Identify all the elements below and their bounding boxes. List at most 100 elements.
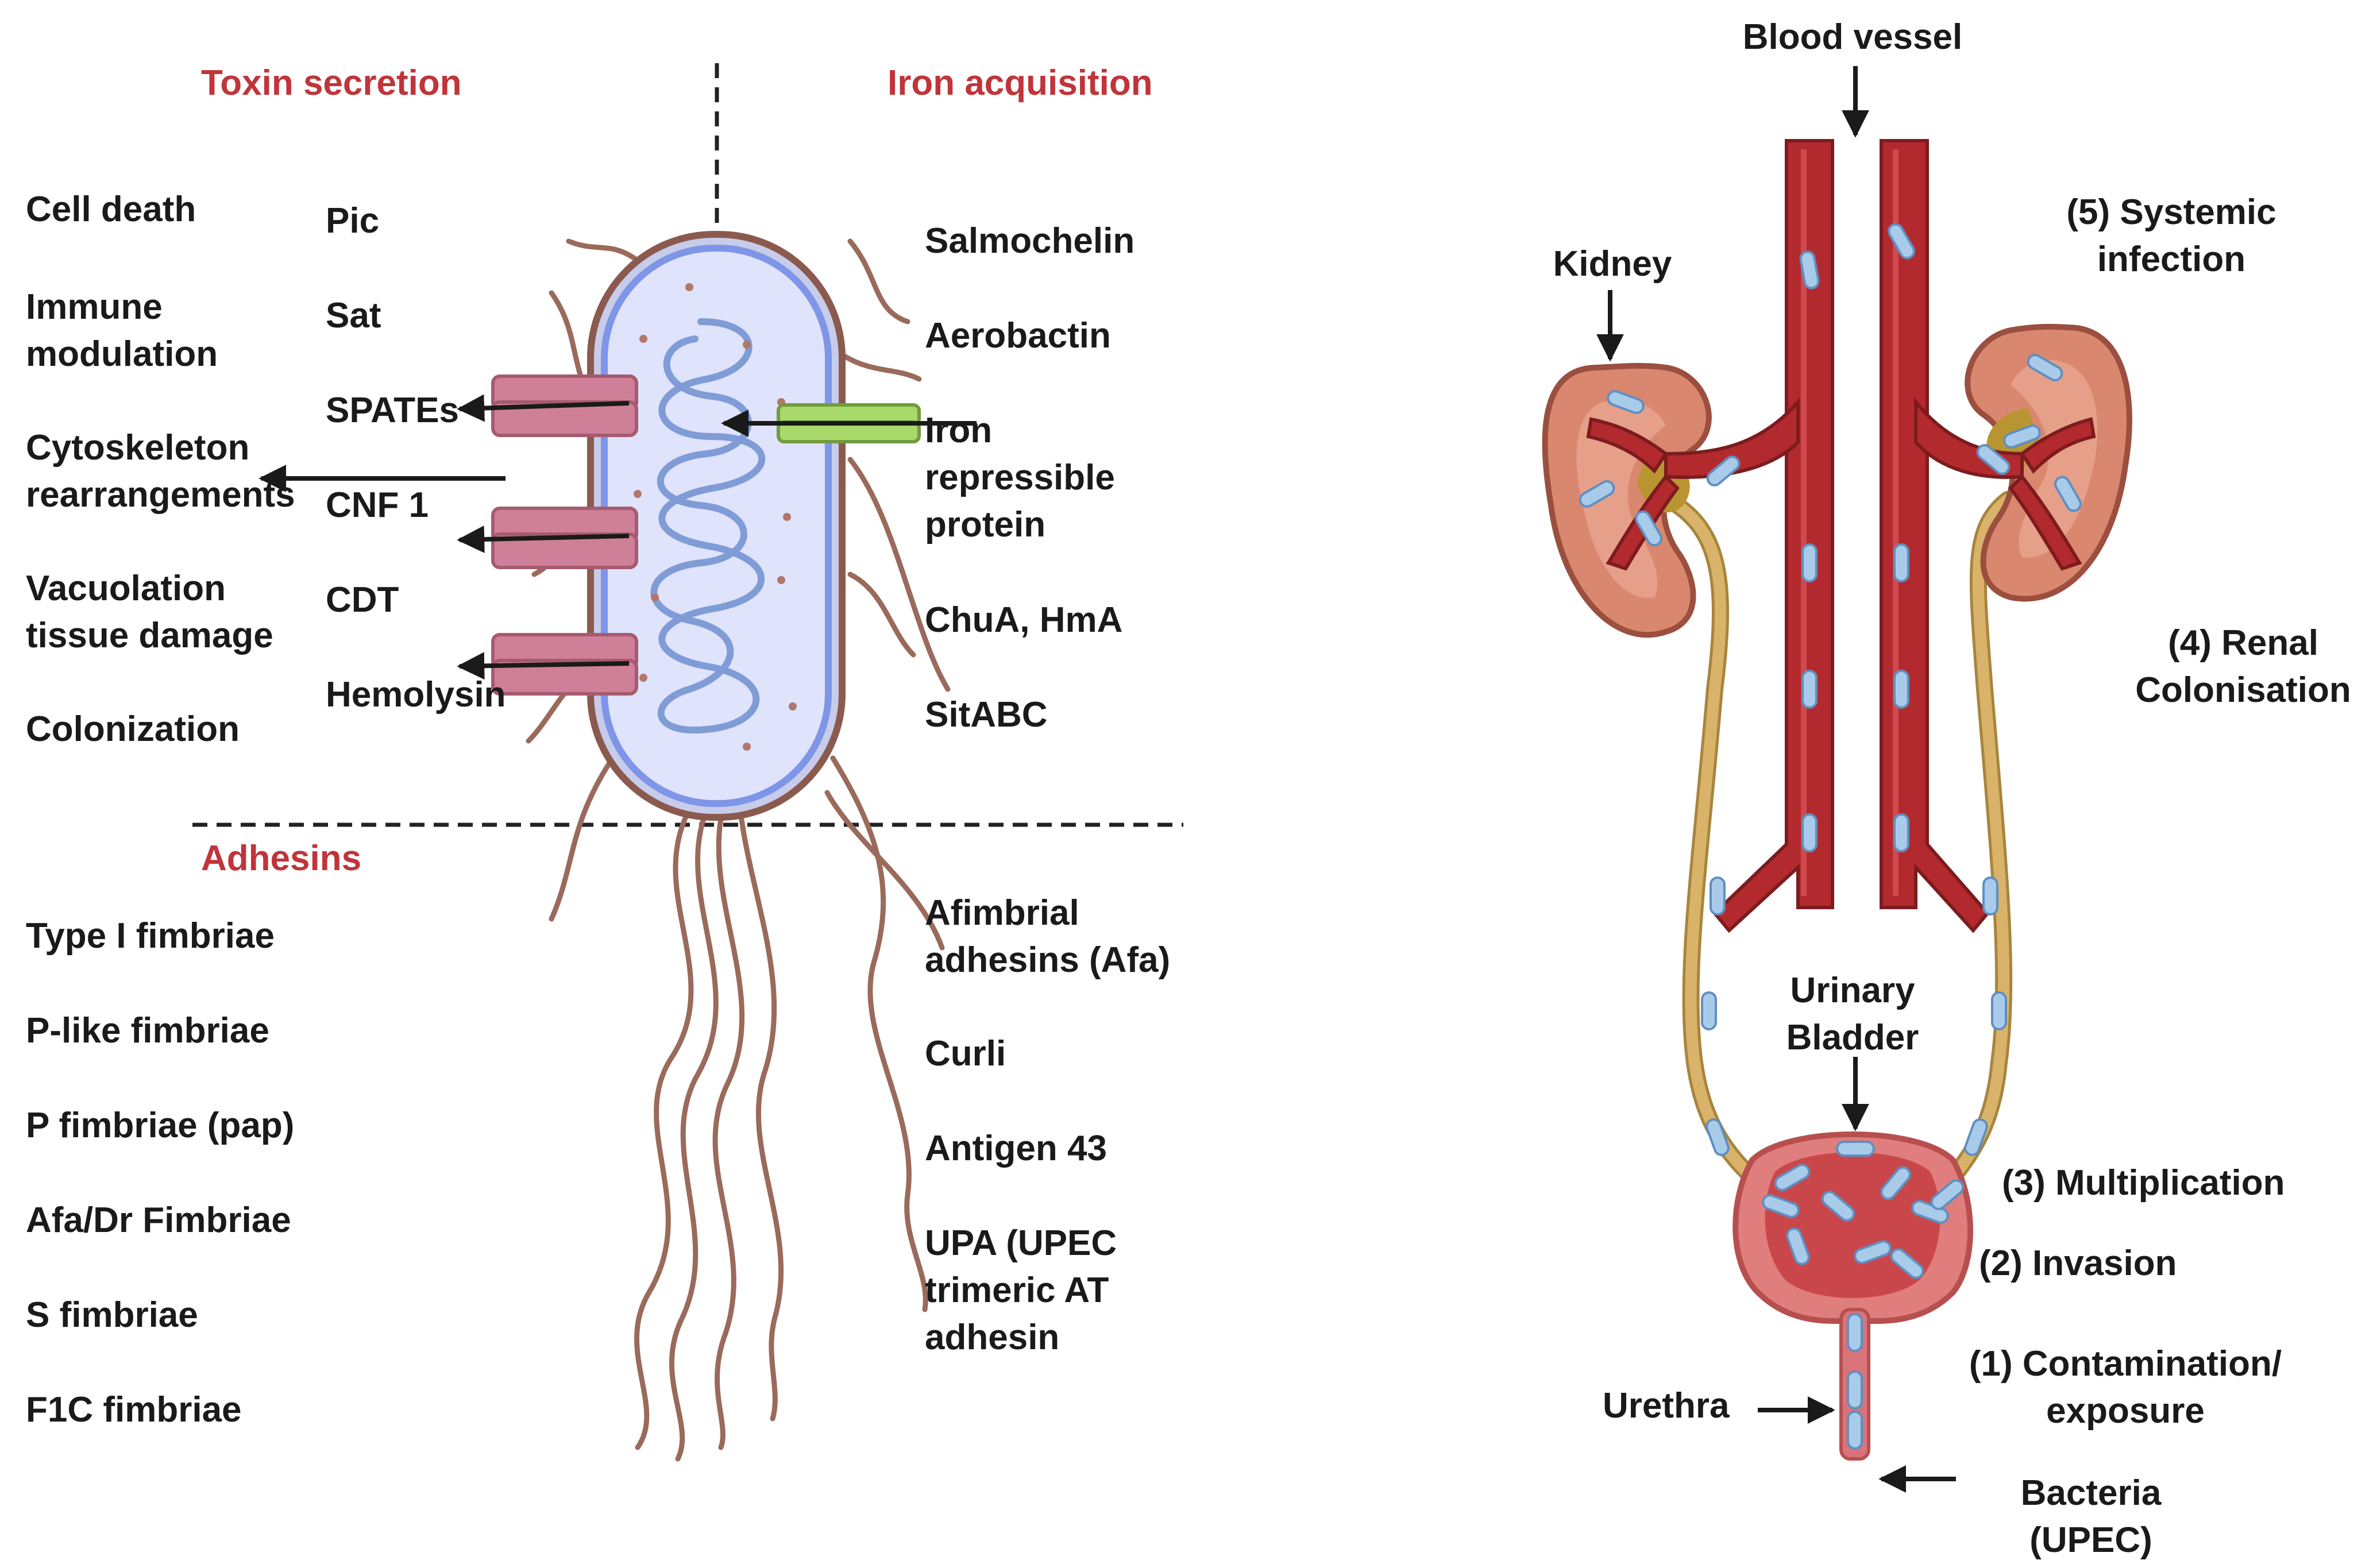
iron-item-line: Iron	[925, 411, 992, 450]
label-systemic-infection: (5) Systemic infection	[2066, 192, 2276, 279]
contamination-line: (1) Contamination/	[1969, 1344, 2282, 1384]
fimbriae-item: S fimbriae	[26, 1295, 198, 1335]
fimbriae-item: Afa/Dr Fimbriae	[26, 1200, 291, 1240]
label-kidney: Kidney	[1553, 244, 1672, 284]
microbe-marker	[1710, 876, 1726, 916]
microbe-marker	[1706, 455, 1741, 486]
adhesin-item-line: Antigen 43	[925, 1129, 1107, 1168]
effect-item-line: Cell death	[26, 190, 196, 229]
label-urethra: Urethra	[1603, 1386, 1730, 1426]
fimbriae-item: F1C fimbriae	[26, 1390, 242, 1430]
bacteria-line: Bacteria	[2021, 1473, 2162, 1513]
effect-item-line: Vacuolation	[26, 569, 226, 608]
microbe-marker	[1847, 1313, 1863, 1352]
renal-line: (4) Renal	[2168, 623, 2318, 663]
left-arrows	[258, 394, 977, 680]
effect-item-line: Immune	[26, 287, 163, 327]
fimbriae-item: Type I fimbriae	[26, 916, 275, 956]
secretion-systems	[491, 374, 638, 696]
systemic-line: (5) Systemic	[2066, 192, 2276, 232]
label-blood-vessel: Blood vessel	[1743, 17, 1962, 57]
label-multiplication: (3) Multiplication	[2002, 1163, 2285, 1203]
toxin-item: CNF 1	[326, 485, 429, 525]
effects-list: Cell deathImmunemodulationCytoskeletonre…	[26, 190, 295, 749]
renal-line: Colonisation	[2135, 670, 2351, 710]
microbe-marker	[1982, 876, 1998, 916]
microbe-marker	[1991, 991, 2007, 1030]
ureters-fill	[1663, 494, 2013, 1183]
effect-item-line: rearrangements	[26, 475, 295, 515]
microbe-marker	[1893, 670, 1909, 709]
effect-item-line: Colonization	[26, 709, 240, 749]
adhesin-item-line: Curli	[925, 1034, 1006, 1073]
arrow-icon	[457, 525, 630, 553]
microbe-marker	[1964, 1118, 1988, 1156]
contamination-line: exposure	[2046, 1391, 2205, 1431]
heading-toxin-secretion: Toxin secretion	[201, 63, 462, 103]
iron-item-line: SitABC	[925, 695, 1048, 735]
dna-icon	[650, 318, 766, 734]
microbe-marker	[2054, 476, 2082, 512]
adhesin-item-line: adhesin	[925, 1318, 1059, 1357]
microbe-marker	[1847, 1411, 1863, 1450]
toxin-item: SPATEs	[326, 391, 459, 430]
arrow-icon	[457, 394, 630, 422]
microbe-marker	[1762, 1194, 1800, 1218]
microbe-marker	[2003, 424, 2041, 449]
label-bacteria-upec: Bacteria (UPEC)	[2021, 1473, 2162, 1560]
microbe-marker	[1888, 223, 1915, 260]
microbe-marker	[1705, 1118, 1730, 1156]
adhesin-item-line: trimeric AT	[925, 1270, 1109, 1310]
iron-item-line: protein	[925, 505, 1045, 544]
adhesin-item-line: UPA (UPEC	[925, 1223, 1117, 1263]
secretion-channel-2	[491, 507, 638, 569]
secretion-channel-3	[491, 633, 638, 696]
iron-item-line: Aerobactin	[925, 316, 1111, 356]
iron-item-line: repressible	[925, 458, 1115, 497]
systemic-line: infection	[2097, 240, 2245, 279]
microbe-marker	[1607, 390, 1645, 414]
iron-transporter-icon	[777, 403, 921, 443]
bladder-line: Urinary	[1790, 971, 1915, 1010]
microbe-marker	[1854, 1240, 1892, 1264]
microbe-marker	[1786, 1227, 1810, 1265]
fimbriae-item: P-like fimbriae	[26, 1011, 269, 1051]
microbe-marker	[1893, 543, 1909, 582]
microbe-marker	[1836, 1141, 1875, 1157]
adhesin-item-line: Afimbrial	[925, 893, 1079, 933]
toxin-item: CDT	[326, 580, 399, 620]
microbe-marker	[1880, 1166, 1911, 1200]
adhesin-item-line: adhesins (Afa)	[925, 940, 1170, 980]
bacteria-markers	[1579, 223, 2082, 1450]
microbe-marker	[1799, 250, 1820, 289]
microbe-marker	[1801, 813, 1818, 852]
heading-adhesins: Adhesins	[201, 839, 361, 878]
microbe-marker	[1976, 444, 2011, 475]
microbe-marker	[1701, 991, 1717, 1030]
bladder-line: Bladder	[1786, 1018, 1919, 1057]
microbe-marker	[1801, 670, 1818, 709]
label-contamination: (1) Contamination/exposure	[1969, 1344, 2282, 1431]
microbe-marker	[2027, 354, 2063, 381]
microbe-marker	[1930, 1179, 1965, 1210]
heading-iron-acquisition: Iron acquisition	[887, 63, 1153, 103]
effect-item-line: tissue damage	[26, 616, 273, 655]
iron-item-line: Salmochelin	[925, 221, 1135, 261]
arrow-icon	[457, 652, 630, 680]
microbe-marker	[1774, 1164, 1811, 1191]
microbe-marker	[1801, 543, 1818, 582]
toxin-item: Pic	[326, 201, 379, 241]
bacteria-line: (UPEC)	[2029, 1520, 2152, 1560]
microbe-marker	[1893, 813, 1909, 852]
microbe-marker	[1847, 1370, 1863, 1409]
effect-item-line: Cytoskeleton	[26, 428, 249, 468]
toxin-item: Hemolysin	[326, 675, 506, 715]
